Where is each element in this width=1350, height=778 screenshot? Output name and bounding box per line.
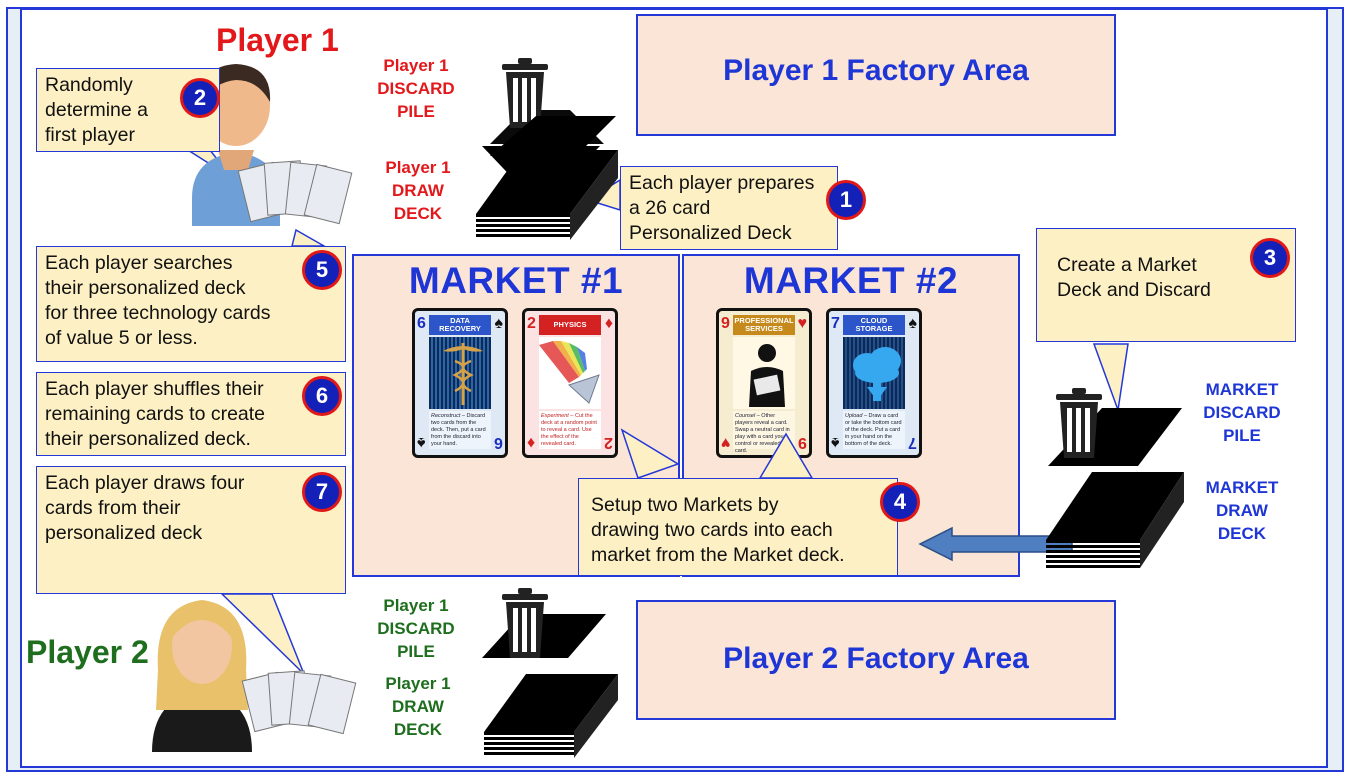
player2-factory-area: Player 2 Factory Area <box>636 600 1116 720</box>
card-text: Reconstruct – Discard two cards from the… <box>429 411 491 449</box>
card-rank: 6 <box>417 315 426 332</box>
cloud-image <box>843 337 905 409</box>
player2-trash-icon <box>502 588 548 658</box>
card-name: DATA RECOVERY <box>429 315 491 335</box>
card-rank: 2 <box>527 315 536 332</box>
market1-card-data-recovery[interactable]: DATA RECOVERY Reconstruct – Discard two … <box>412 308 508 458</box>
step2-badge: 2 <box>180 78 220 118</box>
piles-layer <box>152 58 1184 758</box>
businessman-image <box>733 337 795 409</box>
player1-draw-deck <box>476 150 618 240</box>
step3-badge: 3 <box>1250 238 1290 278</box>
market-trash-icon <box>1056 388 1102 458</box>
market1-card-physics[interactable]: PHYSICS Experiment – Cut the deck at a r… <box>522 308 618 458</box>
player2-cards-fan <box>241 670 357 735</box>
step5-badge: 5 <box>302 250 342 290</box>
player1-factory-title: Player 1 Factory Area <box>723 54 1029 87</box>
caduceus-icon <box>443 343 483 405</box>
prism-icon <box>539 341 600 404</box>
player2-draw-deck <box>484 674 618 758</box>
step6-badge: 6 <box>302 376 342 416</box>
businessman-icon <box>749 344 785 407</box>
card-suit: ♦ <box>604 315 613 332</box>
market-draw-deck <box>1046 472 1184 568</box>
step1-badge: 1 <box>826 180 866 220</box>
card-text: Upload – Draw a card or take the bottom … <box>843 411 905 449</box>
caduceus-image <box>429 337 491 409</box>
card-name: PROFESSIONAL SERVICES <box>733 315 795 335</box>
market2-card-professional-services[interactable]: PROFESSIONAL SERVICES Counsel – Other pl… <box>716 308 812 458</box>
card-suit: ♠ <box>908 315 918 332</box>
market2-card-cloud-storage[interactable]: CLOUD STORAGE Upload – Draw a card or ta… <box>826 308 922 458</box>
player1-title: Player 1 <box>216 22 339 58</box>
card-name: CLOUD STORAGE <box>843 315 905 335</box>
card-suit: ♥ <box>797 315 808 332</box>
player2-discard-pile <box>482 614 606 658</box>
card-text: Experiment – Cut the deck at a random po… <box>539 411 601 449</box>
card-rank: 7 <box>831 315 840 332</box>
card-name: PHYSICS <box>539 315 601 335</box>
game-board: Player 1 Factory Area Player 2 Factory A… <box>20 8 1328 768</box>
player2-title: Player 2 <box>26 634 149 670</box>
player1-discard-shadow <box>490 116 616 156</box>
prism-image <box>539 337 601 409</box>
step3-pointer <box>1092 343 1129 411</box>
market2-title: MARKET #2 <box>743 260 959 301</box>
market1-title: MARKET #1 <box>408 260 624 301</box>
cloud-icon <box>853 347 901 401</box>
player1-trash-icon <box>502 58 548 128</box>
player1-factory-area: Player 1 Factory Area <box>636 14 1116 136</box>
card-rank: 9 <box>721 315 730 332</box>
player1-cards-fan <box>237 160 353 225</box>
step7-pointer <box>220 593 305 675</box>
step4-badge: 4 <box>880 482 920 522</box>
player2-factory-title: Player 2 Factory Area <box>723 642 1029 675</box>
card-suit: ♠ <box>494 315 504 332</box>
step4-pointer-left <box>620 428 680 479</box>
step7-badge: 7 <box>302 472 342 512</box>
player2-avatar <box>152 600 252 752</box>
